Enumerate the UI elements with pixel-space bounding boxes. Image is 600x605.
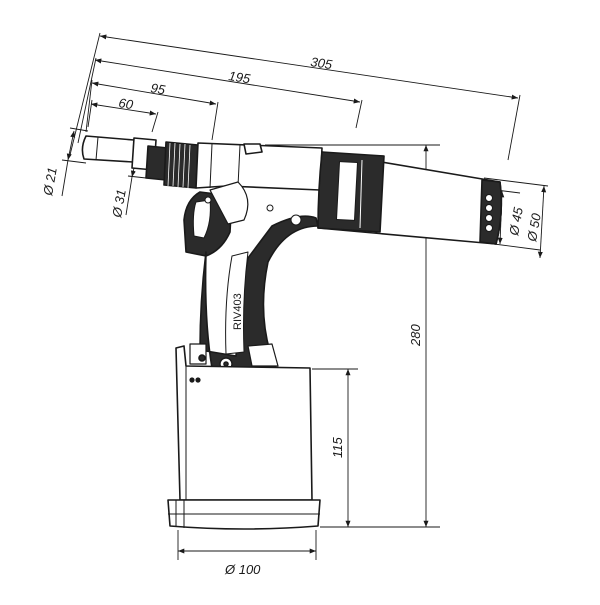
model-label: RIV403 [232, 293, 244, 330]
reservoir-base [167, 345, 321, 530]
release-pin [243, 143, 263, 155]
dim-base-diameter: Ø 100 [224, 562, 261, 577]
dim-total-height: 280 [408, 324, 423, 347]
dim-rear-outer-diameter: Ø 50 [524, 211, 544, 243]
dimension-lines [61, 32, 549, 560]
dim-body-length: 195 [228, 68, 253, 86]
rivet-tool: RIV403 [81, 135, 503, 530]
dim-head-length: 95 [149, 80, 167, 97]
rear-cylinder [317, 151, 503, 245]
dim-base-height: 115 [330, 437, 345, 458]
dim-nose-diameter: Ø 21 [40, 166, 60, 197]
dim-rear-inner-diameter: Ø 45 [506, 205, 526, 237]
nose-piece [81, 135, 169, 181]
dim-collar-diameter: Ø 31 [109, 188, 129, 219]
dim-nose-length: 60 [118, 95, 135, 112]
knurled-collar [163, 141, 199, 189]
latch [189, 343, 279, 371]
dimension-labels: 305 195 95 60 Ø 21 Ø 31 Ø 45 Ø 50 280 11… [40, 54, 544, 577]
front-barrel [195, 142, 323, 191]
dim-overall-length: 305 [310, 54, 334, 72]
